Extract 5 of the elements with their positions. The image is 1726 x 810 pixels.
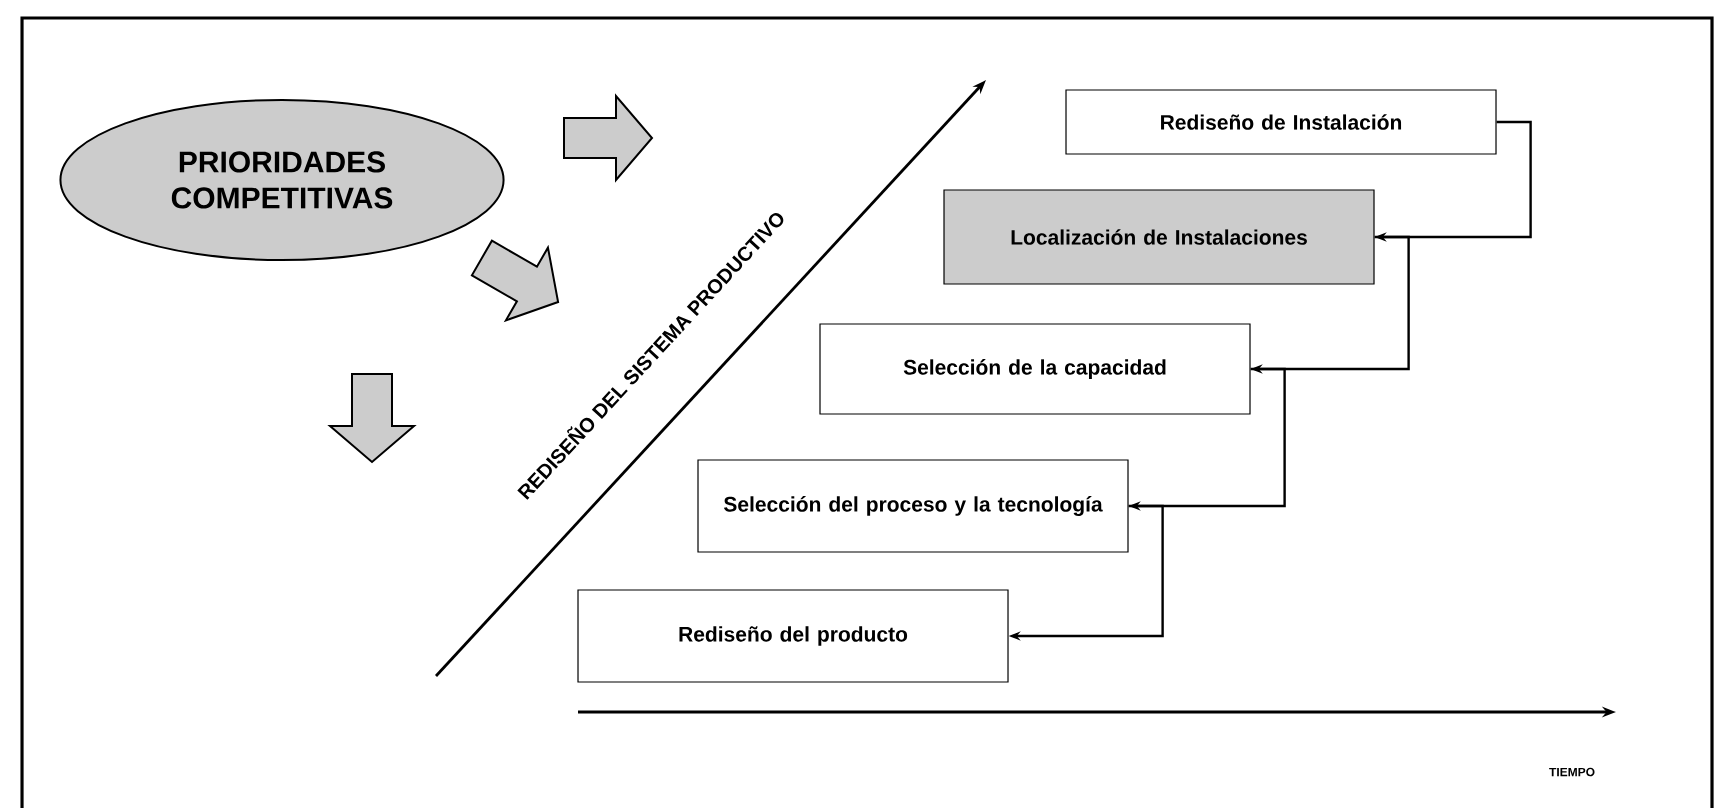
process-box: Rediseño del producto (577, 589, 1009, 683)
process-box: Selección de la capacidad (819, 323, 1251, 415)
process-box: Rediseño de Instalación (1065, 89, 1497, 155)
process-box: Localización de Instalaciones (943, 189, 1375, 285)
process-box: Selección del proceso y la tecnología (697, 459, 1129, 553)
